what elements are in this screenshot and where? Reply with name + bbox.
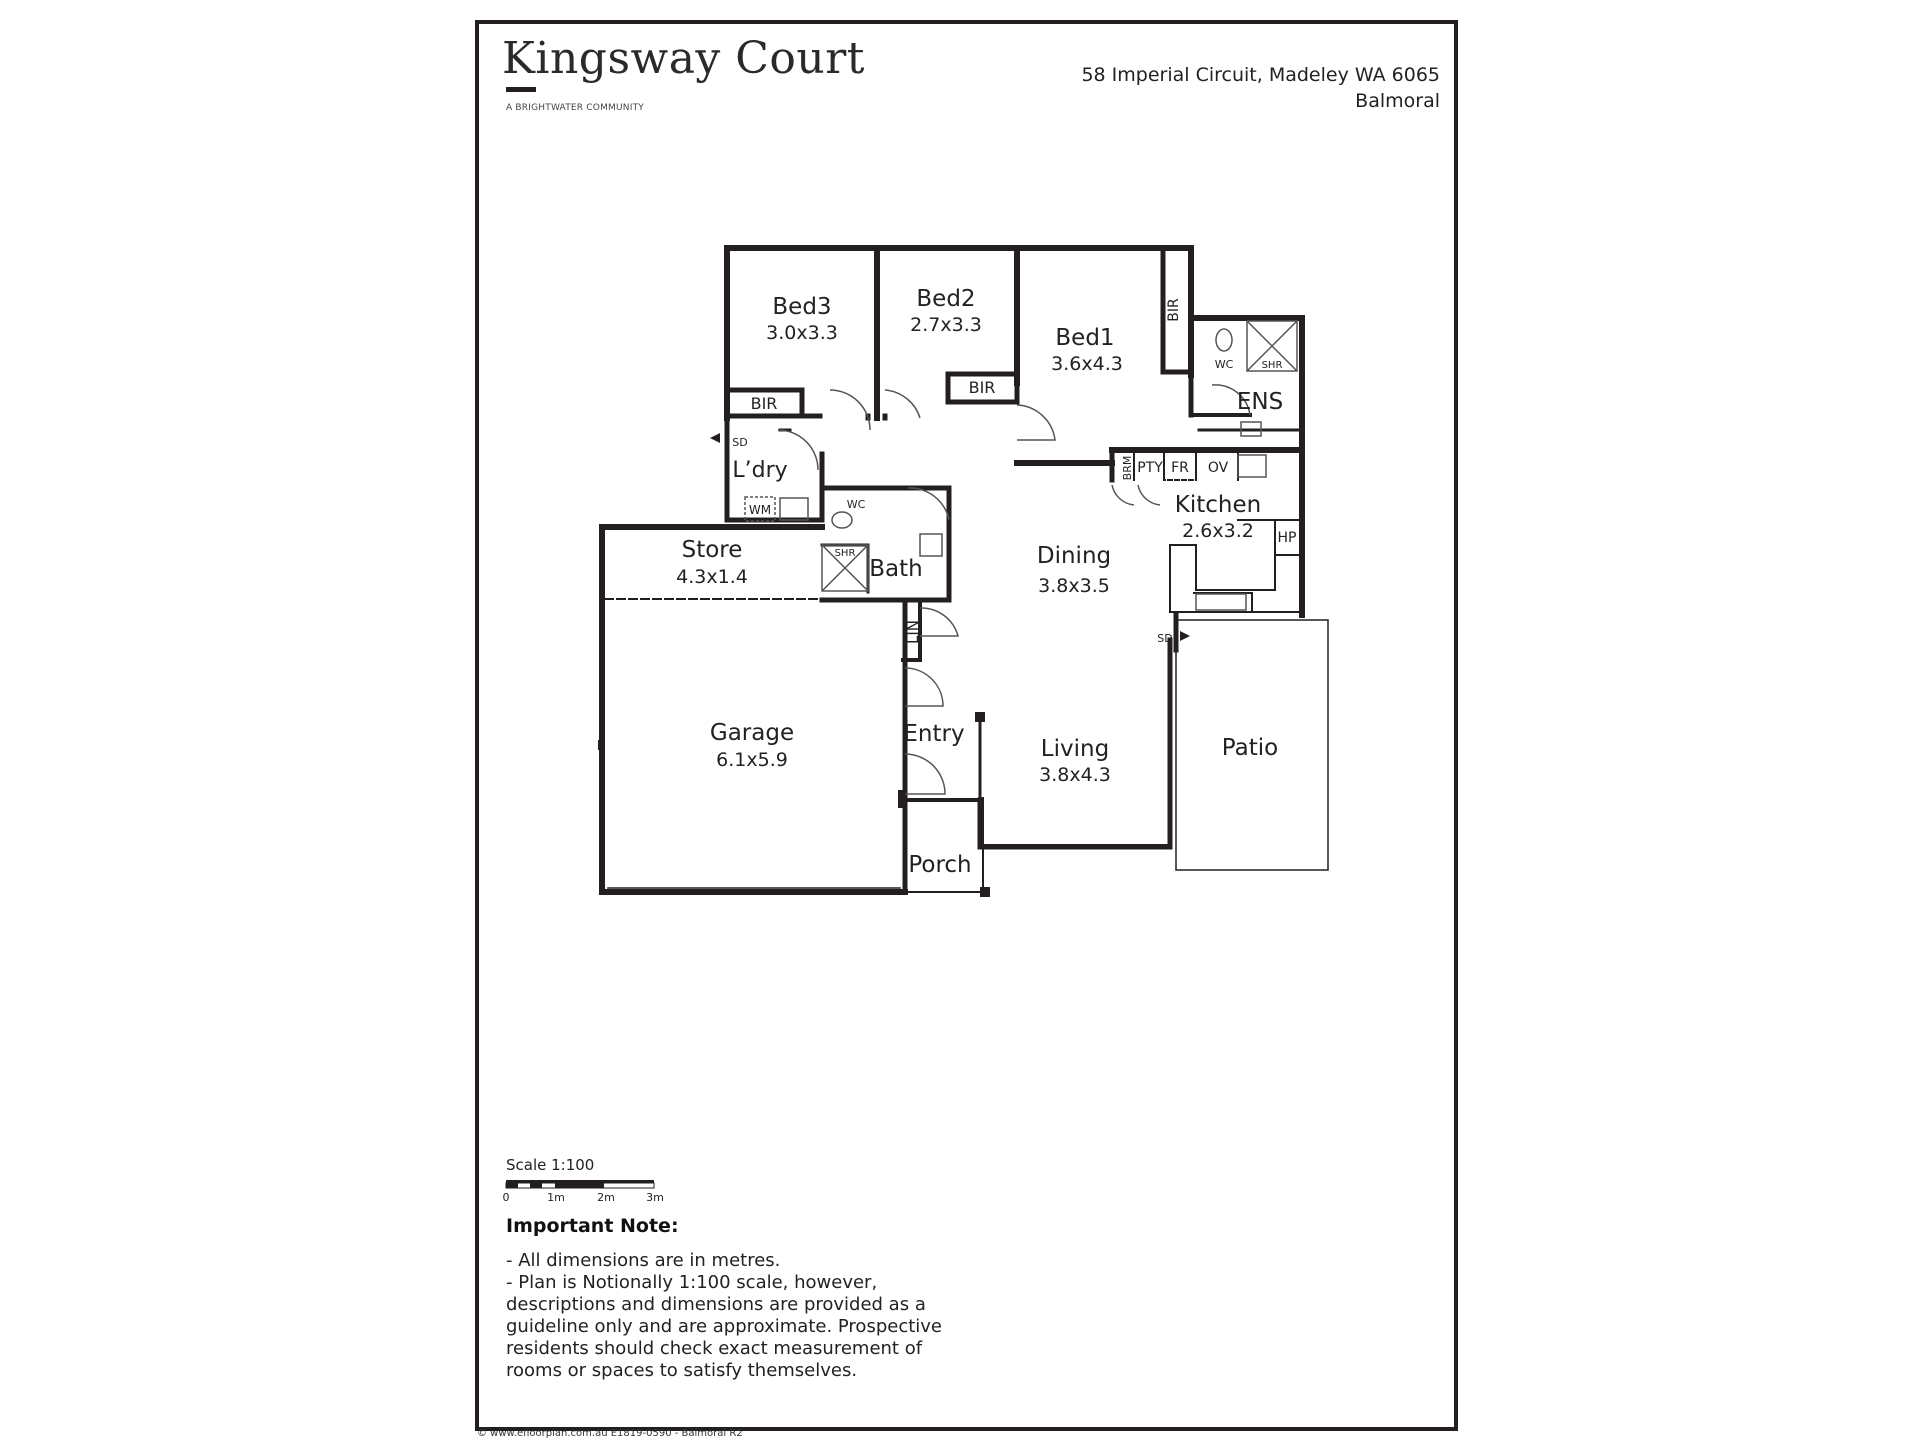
note-line: - All dimensions are in metres. bbox=[506, 1250, 781, 1271]
note-line: descriptions and dimensions are provided… bbox=[506, 1294, 926, 1315]
sheet-border bbox=[475, 20, 1458, 1431]
fixture-wm: WM bbox=[749, 503, 771, 517]
room-porch-name: Porch bbox=[908, 852, 971, 878]
brand-title: Kingsway Court bbox=[502, 33, 865, 84]
note-line: guideline only and are approximate. Pros… bbox=[506, 1316, 943, 1337]
room-garage-size: 6.1x5.9 bbox=[716, 749, 788, 771]
fixture-bath-shr: SHR bbox=[835, 548, 856, 559]
note-line: rooms or spaces to satisfy themselves. bbox=[506, 1360, 858, 1381]
room-bed1-size: 3.6x4.3 bbox=[1051, 353, 1123, 375]
room-bed3-name: Bed3 bbox=[772, 294, 831, 320]
brand-underline bbox=[506, 87, 536, 92]
room-patio-name: Patio bbox=[1222, 735, 1278, 761]
copyright-footer: © www.efloorplan.com.au E1819-0590 - Bal… bbox=[477, 1428, 743, 1439]
fixture-ens-shr: SHR bbox=[1262, 360, 1283, 371]
note-text: - All dimensions are in metres. - Plan i… bbox=[506, 1250, 966, 1382]
room-kitchen-name: Kitchen bbox=[1175, 492, 1261, 518]
room-living-size: 3.8x4.3 bbox=[1039, 764, 1111, 786]
fixture-ov: OV bbox=[1208, 460, 1229, 476]
fixture-bath-wc: WC bbox=[847, 498, 866, 511]
fixture-brm: BRM bbox=[1121, 456, 1134, 481]
scale-title: Scale 1:100 bbox=[506, 1156, 595, 1174]
note-title: Important Note: bbox=[506, 1215, 679, 1237]
room-dining-size: 3.8x3.5 bbox=[1038, 575, 1110, 597]
room-laundry-name: L’dry bbox=[732, 458, 787, 483]
scale-tick-0: 0 bbox=[503, 1191, 510, 1204]
room-bed3-size: 3.0x3.3 bbox=[766, 322, 838, 344]
fixture-patio-sd: SD bbox=[1157, 632, 1172, 645]
scale-tick-1m: 1m bbox=[547, 1191, 565, 1204]
note-line: residents should check exact measurement… bbox=[506, 1338, 923, 1359]
scale-tick-2m: 2m bbox=[597, 1191, 615, 1204]
room-bed2-name: Bed2 bbox=[916, 286, 975, 312]
room-bed1-name: Bed1 bbox=[1055, 325, 1114, 351]
room-bed2-size: 2.7x3.3 bbox=[910, 314, 982, 336]
room-dining-name: Dining bbox=[1037, 543, 1111, 569]
fixture-lin: LIN bbox=[904, 620, 922, 644]
room-garage-name: Garage bbox=[710, 720, 794, 746]
fixture-hp: HP bbox=[1278, 530, 1297, 546]
property-suburb: Balmoral bbox=[1355, 90, 1440, 112]
fixture-bed3-bir: BIR bbox=[751, 394, 778, 413]
note-line: - Plan is Notionally 1:100 scale, howeve… bbox=[506, 1272, 878, 1293]
fixture-bed1-bir: BIR bbox=[1166, 298, 1182, 322]
room-entry-name: Entry bbox=[903, 721, 964, 747]
room-store-name: Store bbox=[682, 537, 743, 563]
fixture-laundry-sd: SD bbox=[732, 436, 747, 449]
brand-tagline: A BRIGHTWATER COMMUNITY bbox=[506, 103, 644, 113]
room-kitchen-size: 2.6x3.2 bbox=[1182, 520, 1254, 542]
fixture-ens-wc: WC bbox=[1215, 358, 1234, 371]
room-bath-name: Bath bbox=[869, 556, 922, 582]
fixture-fr: FR bbox=[1171, 460, 1189, 476]
scale-tick-3m: 3m bbox=[646, 1191, 664, 1204]
room-store-size: 4.3x1.4 bbox=[676, 566, 748, 588]
room-ens-name: ENS bbox=[1237, 389, 1283, 415]
fixture-bed2-bir: BIR bbox=[969, 378, 996, 397]
room-living-name: Living bbox=[1041, 736, 1109, 762]
property-address: 58 Imperial Circuit, Madeley WA 6065 bbox=[1081, 64, 1440, 86]
fixture-pty: PTY bbox=[1137, 460, 1163, 476]
scale-bar bbox=[505, 1180, 655, 1189]
